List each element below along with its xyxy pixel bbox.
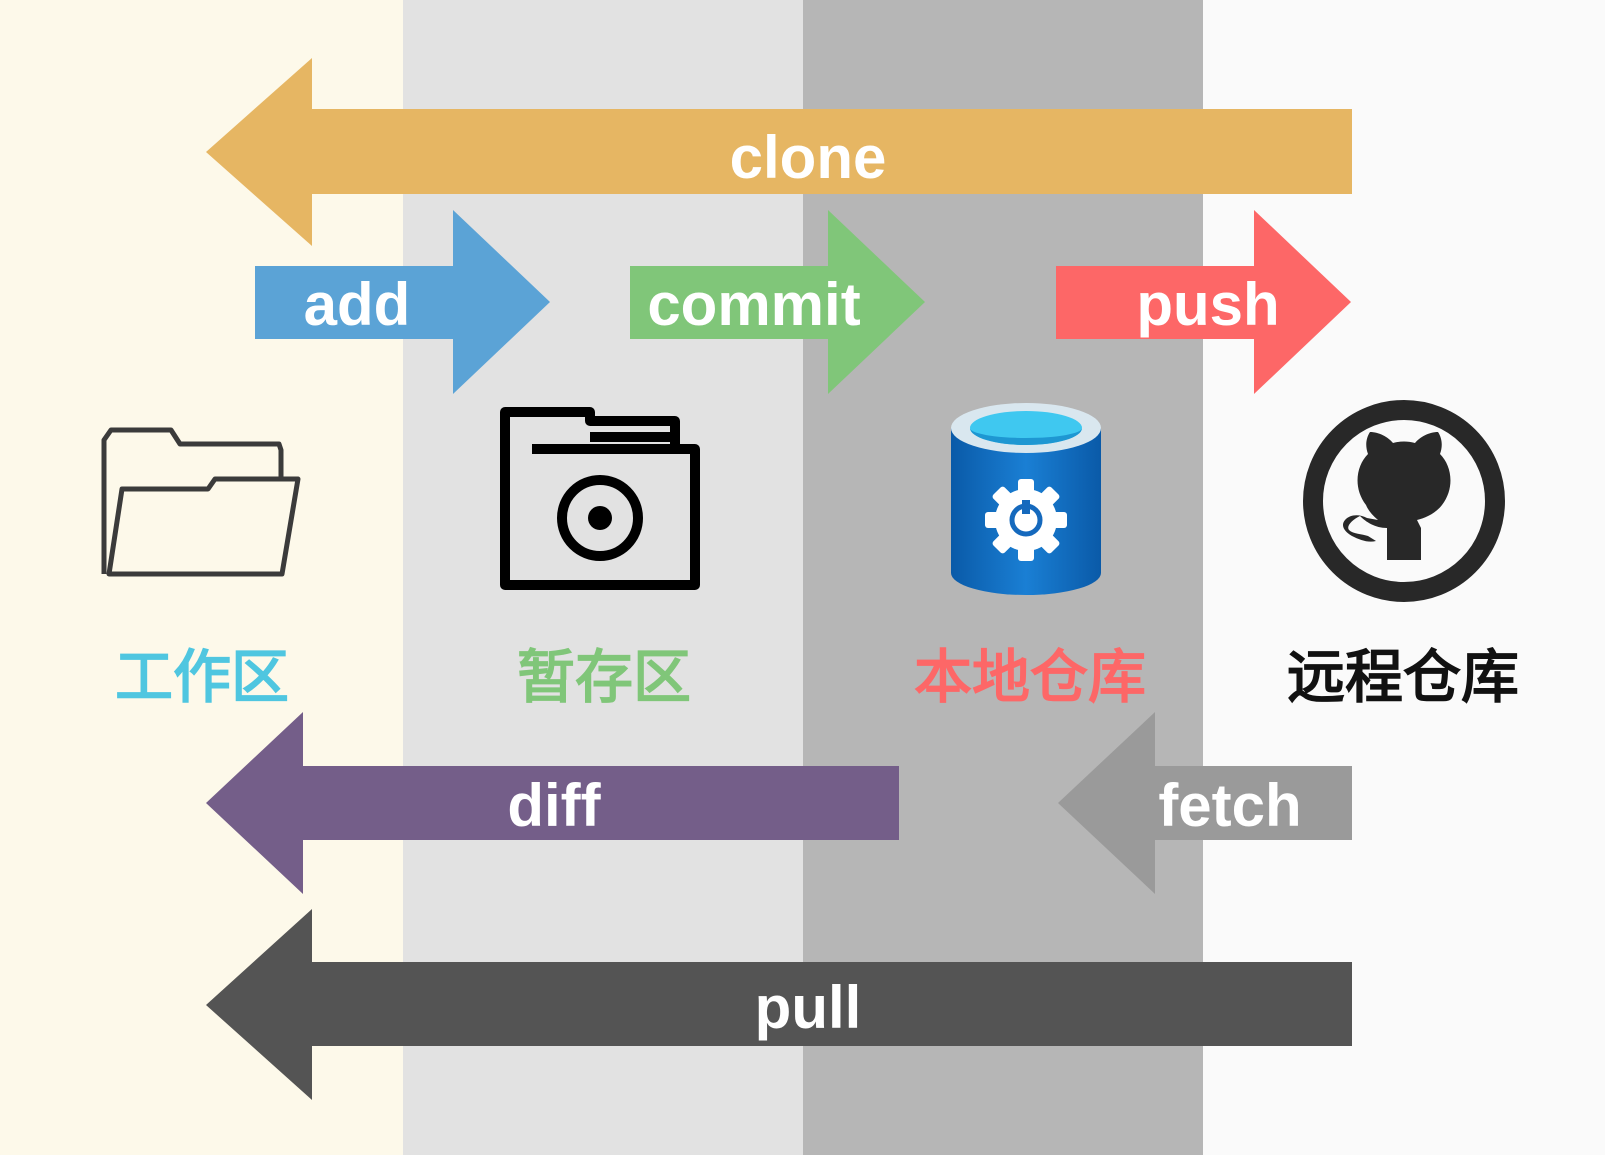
clone-label: clone [730,124,887,191]
zone-label-remote: 远程仓库 [1287,643,1519,711]
zone-label-working: 工作区 [115,643,289,711]
diff-label: diff [507,772,601,839]
camera-folder-icon [500,407,700,590]
add-arrow [255,210,550,394]
push-arrow [1056,210,1351,394]
database-gear-icon [951,403,1101,595]
open-folder-icon [101,427,301,577]
diff-arrow [206,712,899,894]
clone-arrow [206,58,1352,246]
pull-label: pull [755,974,862,1041]
fetch-label: fetch [1158,772,1301,839]
zone-label-staging: 暂存区 [517,643,691,711]
commit-arrow [630,210,925,394]
commit-label: commit [647,271,860,338]
github-octocat-icon [1303,400,1505,602]
pull-arrow [206,909,1352,1100]
push-label: push [1136,271,1279,338]
add-label: add [304,271,411,338]
fetch-arrow [1058,712,1352,894]
zone-label-local: 本地仓库 [914,643,1146,711]
